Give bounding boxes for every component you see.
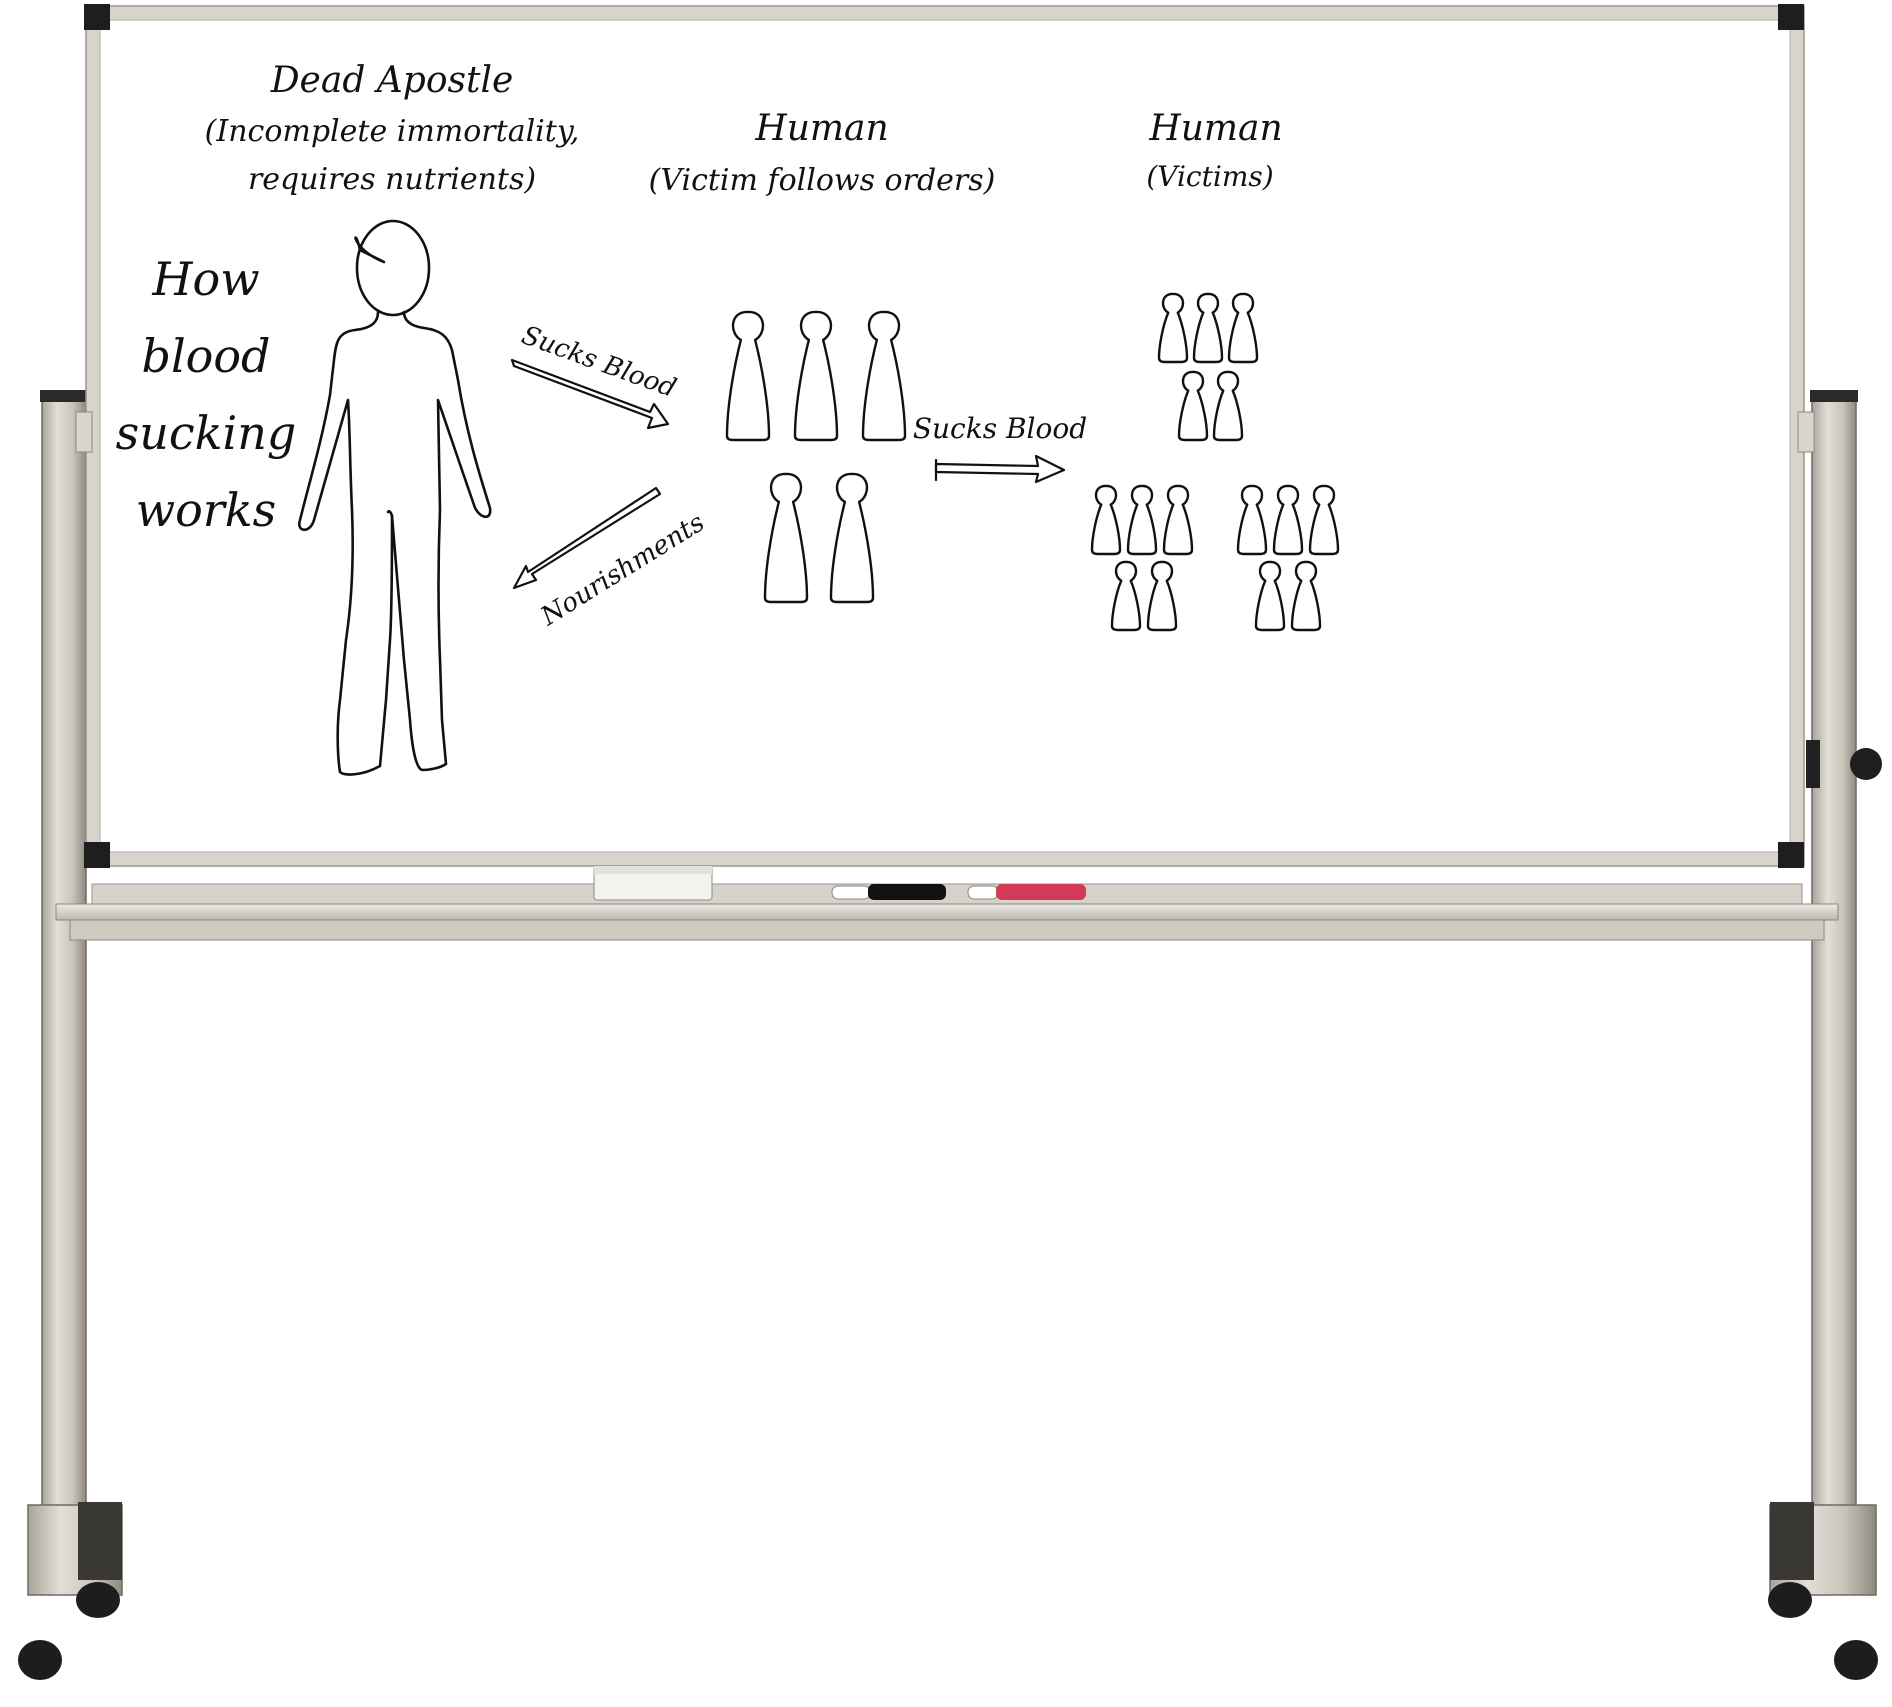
arrow-1-shaft xyxy=(510,358,670,430)
arrow-sucks-blood-2: Sucks Blood xyxy=(913,412,1087,484)
apostle-note-line-2: requires nutrients) xyxy=(248,162,536,197)
title-line-3: sucking xyxy=(116,406,297,460)
tray-lip xyxy=(55,903,1839,921)
right-pole xyxy=(1811,393,1857,1520)
victims-group xyxy=(1090,292,1340,632)
tray-bar xyxy=(69,919,1825,941)
victim-figure xyxy=(1110,560,1142,632)
servant-figure xyxy=(725,310,771,442)
rotation-knob[interactable] xyxy=(1850,748,1882,780)
board-title: How blood sucking works xyxy=(116,252,297,537)
wheel-right-front xyxy=(1768,1582,1812,1618)
victim-figure xyxy=(1236,484,1268,556)
servant-label: Human (Victim follows orders) xyxy=(649,108,996,198)
left-pole xyxy=(41,393,87,1520)
corner-bl xyxy=(84,842,110,868)
tray-back xyxy=(91,883,1803,905)
victim-figure xyxy=(1157,292,1189,364)
whiteboard xyxy=(75,4,1815,868)
stand xyxy=(18,390,1882,1680)
servant-figure xyxy=(763,472,809,604)
arrow-3-shaft xyxy=(934,454,1066,484)
apostle-label: Dead Apostle (Incomplete immortality, re… xyxy=(205,60,580,197)
victims-label: Human (Victims) xyxy=(1146,108,1282,193)
right-pole-cap xyxy=(1810,390,1858,402)
knob-clamp xyxy=(1806,740,1820,788)
servant-figure xyxy=(829,472,875,604)
victims-heading: Human xyxy=(1148,108,1282,149)
pivot-right xyxy=(1797,411,1815,453)
corner-br xyxy=(1778,842,1804,868)
arrow-2-shaft xyxy=(512,486,662,590)
eraser-handle xyxy=(594,866,712,874)
marker-tray xyxy=(55,865,1839,941)
apostle-note-line-1: (Incomplete immortality, xyxy=(205,114,580,149)
servant-group xyxy=(725,310,907,604)
victim-figure xyxy=(1192,292,1224,364)
black-marker[interactable] xyxy=(831,884,946,900)
title-line-4: works xyxy=(136,483,277,537)
victim-figure xyxy=(1308,484,1340,556)
apostle-crotch xyxy=(386,509,394,518)
apostle-heading: Dead Apostle xyxy=(270,60,514,101)
victim-figure xyxy=(1272,484,1304,556)
victim-figure xyxy=(1290,560,1322,632)
victim-figure xyxy=(1126,484,1158,556)
apostle-head-outline xyxy=(355,219,431,317)
right-foot-bracket xyxy=(1770,1502,1814,1580)
victims-note: (Victims) xyxy=(1146,160,1273,193)
left-pole-cap xyxy=(40,390,88,402)
servant-figure xyxy=(861,310,907,442)
wheel-right-back xyxy=(1834,1640,1878,1680)
red-marker[interactable] xyxy=(967,884,1086,900)
board-surface xyxy=(99,19,1791,853)
servant-heading: Human xyxy=(754,108,888,149)
servant-note: (Victim follows orders) xyxy=(649,163,996,198)
pivot-left xyxy=(75,411,93,453)
victim-figure xyxy=(1162,484,1194,556)
victim-figure xyxy=(1090,484,1122,556)
victim-figure xyxy=(1146,560,1178,632)
corner-tr xyxy=(1778,4,1804,30)
left-foot-bracket xyxy=(78,1502,122,1580)
arrow-3-label: Sucks Blood xyxy=(913,412,1087,445)
victim-figure xyxy=(1212,370,1244,442)
title-line-2: blood xyxy=(142,329,271,383)
wheel-left-back xyxy=(18,1640,62,1680)
wheel-left-front xyxy=(76,1582,120,1618)
corner-tl xyxy=(84,4,110,30)
victim-figure xyxy=(1227,292,1259,364)
servant-figure xyxy=(793,310,839,442)
title-line-1: How xyxy=(151,252,259,306)
apostle-figure xyxy=(298,219,492,776)
victim-figure xyxy=(1254,560,1286,632)
victim-figure xyxy=(1177,370,1209,442)
